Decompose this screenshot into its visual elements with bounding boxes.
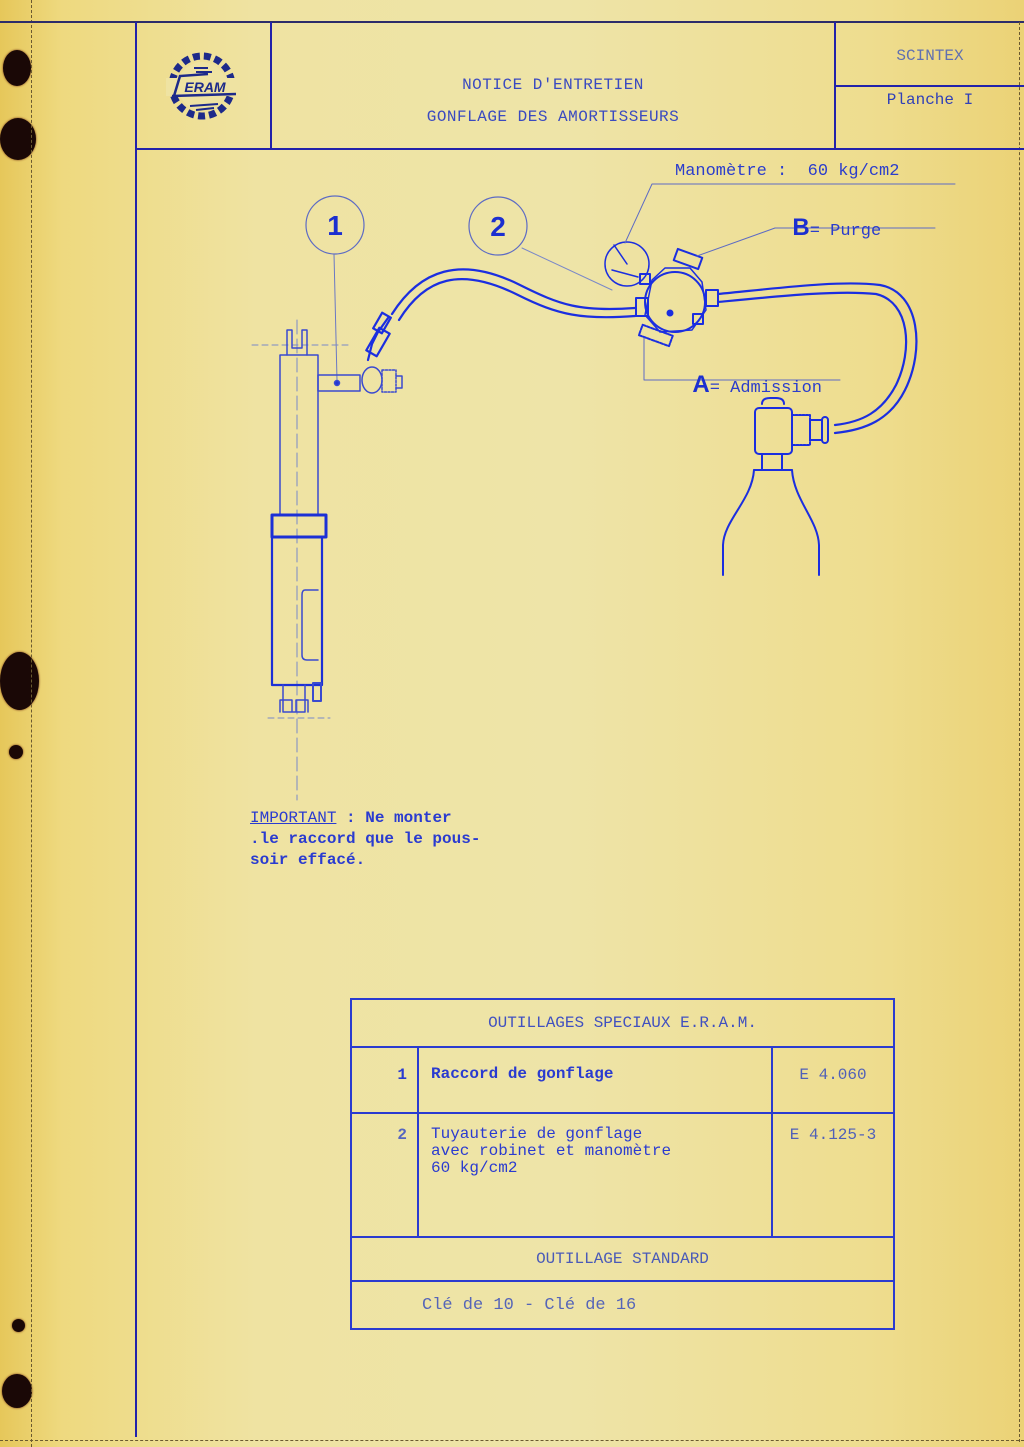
reference-code: SCINTEX xyxy=(896,47,964,65)
note-heading: IMPORTANT xyxy=(250,809,337,827)
purge-label: = Purge xyxy=(809,222,882,241)
callout-2-label: 2 xyxy=(490,211,506,242)
table-row: 2 Tuyauterie de gonflage avec robinet et… xyxy=(350,1112,895,1238)
tools-table: OUTILLAGES SPECIAUX E.R.A.M. 1 Raccord d… xyxy=(350,998,895,1330)
important-note: IMPORTANT : Ne monter .le raccord que le… xyxy=(250,808,480,871)
manifold-valve-block xyxy=(604,241,719,348)
header-divider xyxy=(270,22,272,149)
tool-number: 2 xyxy=(350,1112,419,1238)
callout-1-label: 1 xyxy=(327,210,343,241)
header-divider xyxy=(835,85,1024,87)
tool-code: E 4.060 xyxy=(771,1046,895,1114)
document-title: NOTICE D'ENTRETIEN xyxy=(462,76,644,94)
table-row: 1 Raccord de gonflage E 4.060 xyxy=(350,1046,895,1114)
tool-description: Raccord de gonflage xyxy=(417,1046,773,1114)
admission-label-group: A= Admission xyxy=(672,352,822,399)
note-line: soir effacé. xyxy=(250,851,366,869)
admission-label: = Admission xyxy=(709,379,822,398)
admission-letter: A xyxy=(692,371,710,398)
gear-logo-icon: ERAM xyxy=(166,52,240,120)
standard-tools-header: OUTILLAGE STANDARD xyxy=(350,1236,895,1282)
eram-logo: ERAM xyxy=(160,44,244,128)
punch-hole xyxy=(0,652,39,710)
frame-border-bottom xyxy=(0,1440,1024,1441)
frame-border-right xyxy=(1019,22,1020,1442)
frame-border-top xyxy=(0,21,1024,23)
standard-tools-value: Clé de 10 - Clé de 16 xyxy=(350,1280,895,1330)
gas-bottle xyxy=(722,397,829,576)
punch-hole xyxy=(0,118,36,160)
supply-hose xyxy=(716,282,918,435)
purge-label-group: B= Purge xyxy=(772,195,881,242)
purge-letter: B xyxy=(792,214,810,241)
tool-code: E 4.125-3 xyxy=(771,1112,895,1238)
inflation-hose xyxy=(365,268,637,362)
callout-circle-2 xyxy=(468,196,528,256)
document-subtitle: GONFLAGE DES AMORTISSEURS xyxy=(426,108,680,126)
header-divider xyxy=(135,148,1024,150)
punch-hole xyxy=(2,1374,32,1408)
svg-text:ERAM: ERAM xyxy=(184,79,226,95)
tool-description: Tuyauterie de gonflage avec robinet et m… xyxy=(417,1112,773,1238)
note-line: .le raccord que le pous- xyxy=(250,830,481,848)
callout-circle-1 xyxy=(305,195,365,255)
frame-border-left xyxy=(135,22,137,1437)
shock-absorber-drawing xyxy=(251,319,403,801)
manometer-label: Manomètre : 60 kg/cm2 xyxy=(675,162,900,181)
margin-line xyxy=(31,0,32,1447)
punch-hole xyxy=(9,745,23,759)
manometer-gauge xyxy=(604,241,650,287)
note-line: : Ne monter xyxy=(336,809,452,827)
tool-number: 1 xyxy=(350,1046,419,1114)
special-tools-header: OUTILLAGES SPECIAUX E.R.A.M. xyxy=(350,998,895,1048)
inflation-diagram: 1 2 xyxy=(251,183,956,801)
sheet-number: Planche I xyxy=(886,91,974,109)
punch-hole xyxy=(12,1319,25,1332)
punch-hole xyxy=(3,50,31,86)
